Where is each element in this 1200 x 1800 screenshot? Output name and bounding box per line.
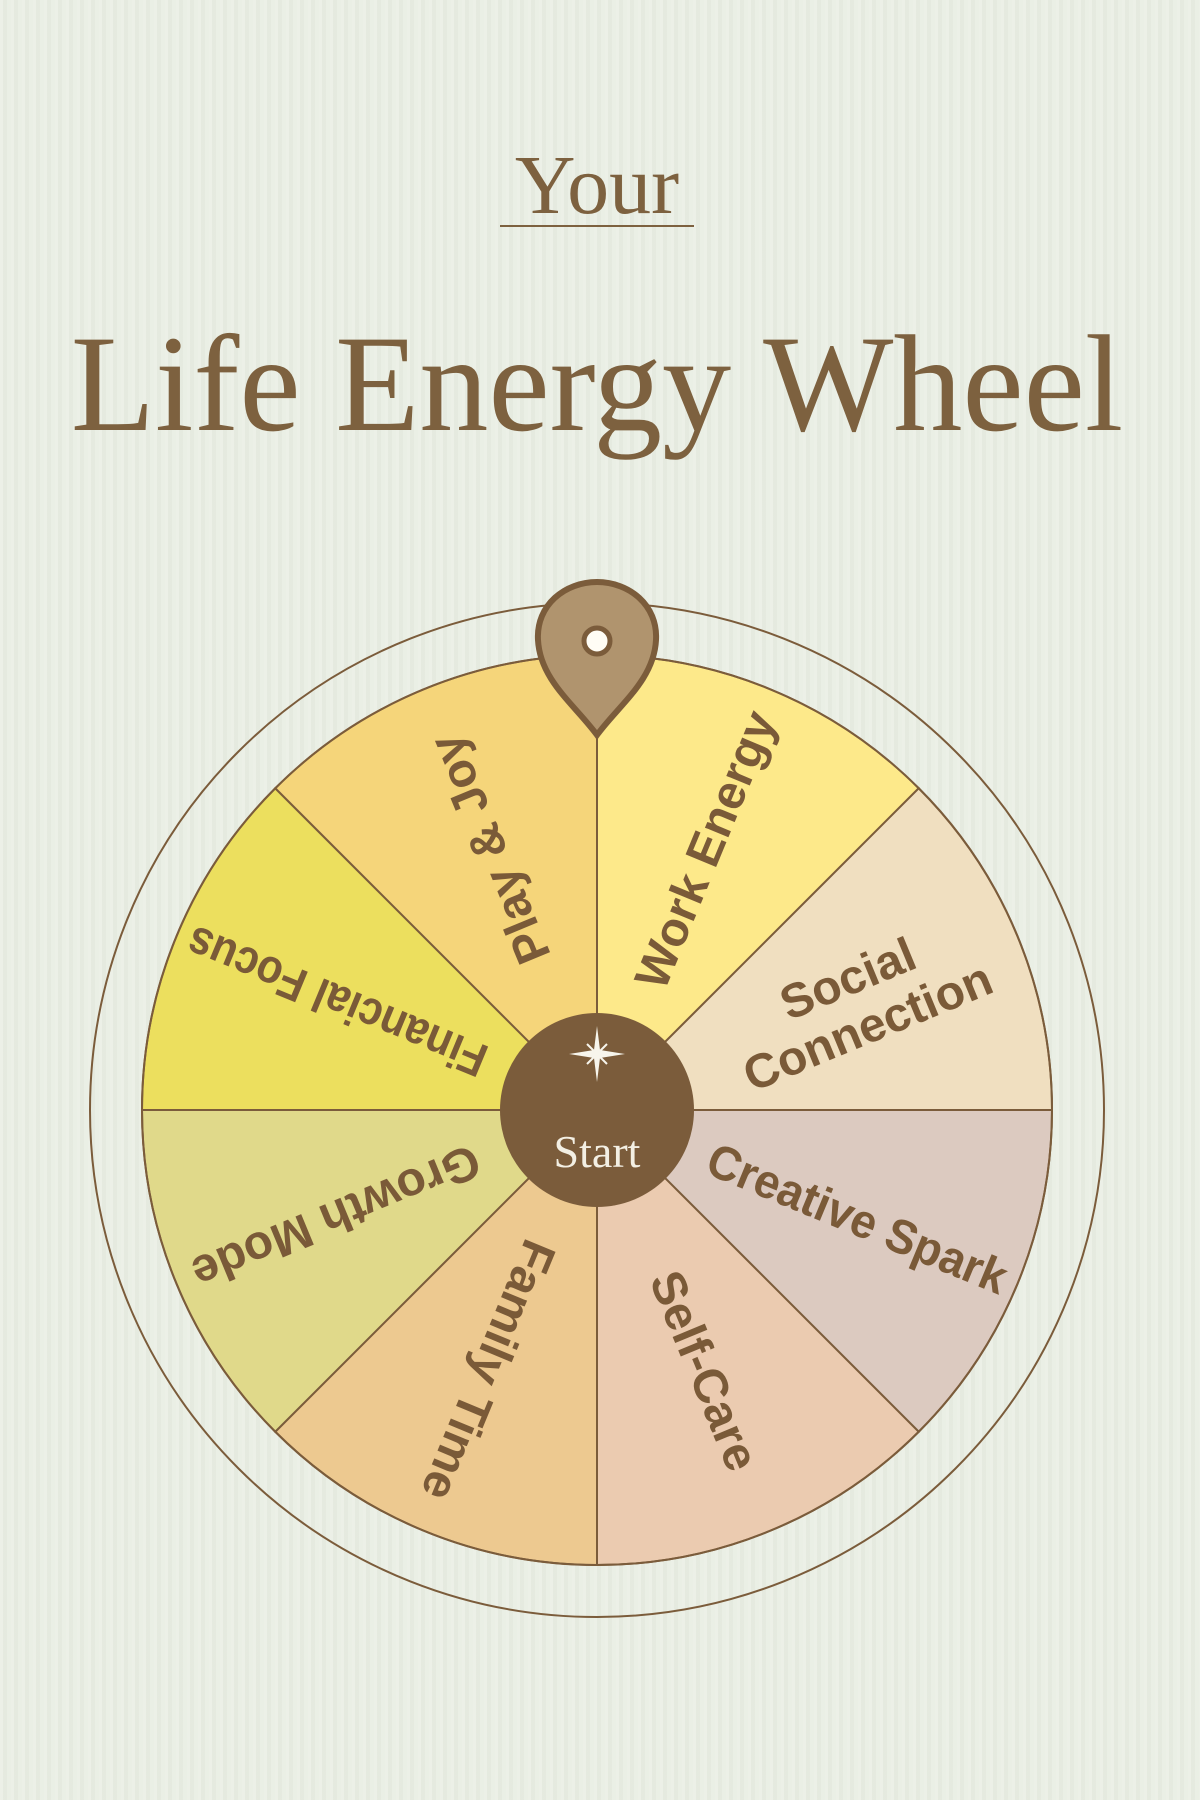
title-your: Your (515, 139, 679, 232)
sparkle-rays-icon (586, 1043, 608, 1065)
start-label[interactable]: Start (554, 1126, 641, 1177)
hub[interactable] (500, 1013, 694, 1207)
pointer-dot (581, 625, 613, 657)
pointer-icon (534, 578, 660, 741)
wheel[interactable] (140, 653, 1054, 1567)
title-main: Life Energy Wheel (71, 307, 1123, 460)
start-button[interactable]: Start (500, 1013, 694, 1207)
